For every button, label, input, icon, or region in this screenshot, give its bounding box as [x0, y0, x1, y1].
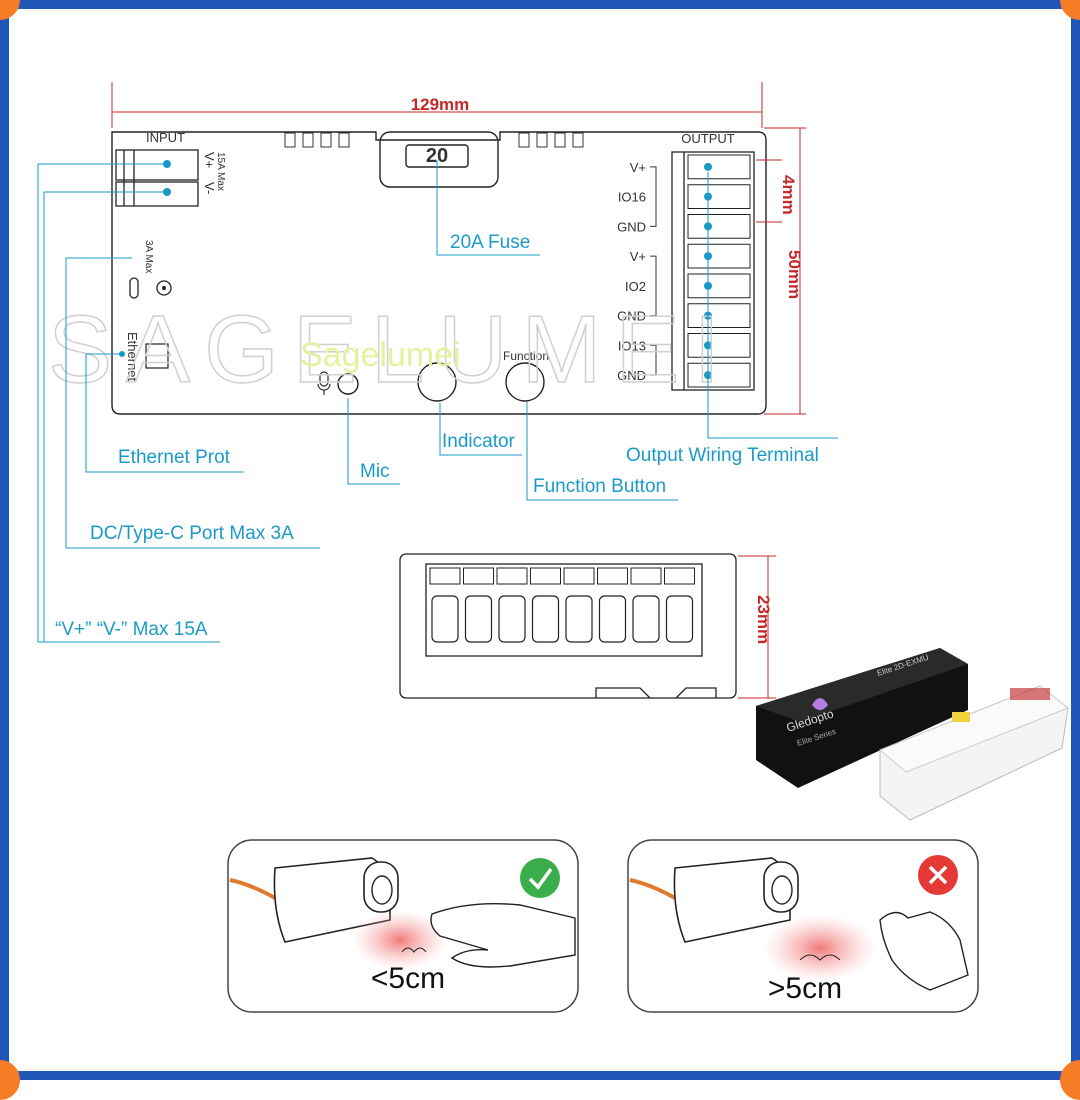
bad-distance: >5cm	[768, 972, 842, 1005]
function-button	[505, 362, 545, 402]
side-pin-lever	[463, 567, 494, 585]
side-pin	[565, 595, 593, 643]
output-pin-cell	[687, 184, 751, 209]
mic-icon	[317, 371, 331, 395]
dc-port-callout: DC/Type-C Port Max 3A	[90, 523, 294, 544]
frame-right-bar	[1071, 0, 1080, 1080]
fuse-callout: 20A Fuse	[450, 232, 530, 253]
output-pin-label: IO16	[618, 190, 646, 205]
input-rating: 15A Max	[215, 152, 226, 191]
dc-port-pin	[162, 286, 166, 290]
output-pin-label: GND	[617, 219, 646, 234]
side-pin-lever	[429, 567, 461, 585]
watermark-large: SAGELUMEI	[48, 296, 734, 403]
output-pin-cell	[687, 303, 751, 328]
vent-slots	[284, 132, 584, 148]
input-label: INPUT	[146, 130, 185, 145]
watermark-small: Sagelumei	[300, 336, 461, 374]
fuse-display: 20	[426, 145, 448, 167]
output-terminal-block	[671, 151, 755, 391]
pin-group-bracket	[650, 344, 657, 376]
output-label: OUTPUT	[681, 131, 735, 146]
indicator-light	[417, 362, 457, 402]
output-pin-label: GND	[617, 309, 646, 324]
output-terminal-callout: Output Wiring Terminal	[626, 445, 819, 466]
pitch-label: 4mm	[779, 175, 798, 215]
depth-dimension	[738, 555, 776, 699]
ethernet-port	[145, 343, 169, 369]
mic-callout: Mic	[360, 461, 390, 482]
ethernet-label: Ethernet	[125, 332, 140, 382]
input-terminal	[115, 149, 199, 207]
side-pin	[431, 595, 459, 643]
output-pin-cell	[687, 273, 751, 299]
output-pin-cell	[687, 154, 751, 180]
side-pin-lever	[630, 567, 662, 585]
width-dimension	[111, 82, 763, 128]
check-icon	[520, 858, 560, 898]
output-pin-label: IO2	[625, 279, 646, 294]
type-c-port	[129, 277, 139, 299]
output-pin-cell	[687, 214, 751, 239]
side-pin-lever	[530, 567, 561, 585]
output-pin-cell	[687, 243, 751, 269]
side-view	[399, 553, 737, 699]
side-pin	[531, 595, 560, 643]
side-pin-lever	[664, 567, 695, 585]
output-pin-label: GND	[617, 368, 646, 383]
side-pin	[665, 595, 694, 643]
type-c-rating: 3A Max	[143, 240, 154, 273]
gesture-panel-ok: <5cm	[227, 839, 579, 1013]
ok-distance: <5cm	[371, 962, 445, 995]
height-dimension	[756, 127, 806, 415]
side-pin-lever	[597, 567, 628, 585]
function-button-callout: Function Button	[533, 476, 666, 497]
side-pin	[632, 595, 660, 643]
mic-hole	[337, 373, 359, 395]
pin-group-bracket	[650, 255, 657, 317]
ethernet-callout: Ethernet Prot	[118, 447, 231, 468]
power-input-callout: “V+” “V-” Max 15A	[55, 619, 208, 640]
side-pin-lever	[496, 567, 528, 585]
output-pin-label: V+	[630, 249, 646, 264]
board-outline	[111, 131, 767, 415]
callout-dots	[119, 160, 171, 357]
output-pin-dot	[704, 162, 712, 171]
frame-top-bar	[0, 0, 1080, 9]
width-label: 129mm	[411, 95, 470, 114]
output-pin-cell	[687, 362, 751, 388]
height-label: 50mm	[785, 250, 804, 299]
output-pin-cell	[687, 333, 751, 358]
side-pin	[464, 595, 493, 643]
side-pin	[598, 595, 627, 643]
callout-leaders	[37, 160, 838, 643]
dc-port	[156, 280, 172, 296]
function-label: Function	[503, 349, 549, 363]
frame-bottom-bar	[0, 1071, 1080, 1080]
vplus-label: V+	[202, 152, 217, 168]
side-terminal-pins	[429, 567, 695, 643]
indicator-callout: Indicator	[442, 431, 516, 452]
product-photo: Gledopto Elite Series Elite 2D-EXMU	[756, 648, 1069, 821]
side-pin	[498, 595, 526, 643]
depth-label: 23mm	[754, 595, 773, 644]
gesture-panel-bad: >5cm	[627, 839, 979, 1013]
vminus-label: V-	[202, 182, 217, 194]
frame-left-bar	[0, 0, 9, 1080]
pin-group-bracket	[650, 166, 657, 227]
side-pin-lever	[563, 567, 595, 585]
output-pin-label: IO13	[618, 338, 646, 353]
output-pin-label: V+	[630, 160, 646, 175]
